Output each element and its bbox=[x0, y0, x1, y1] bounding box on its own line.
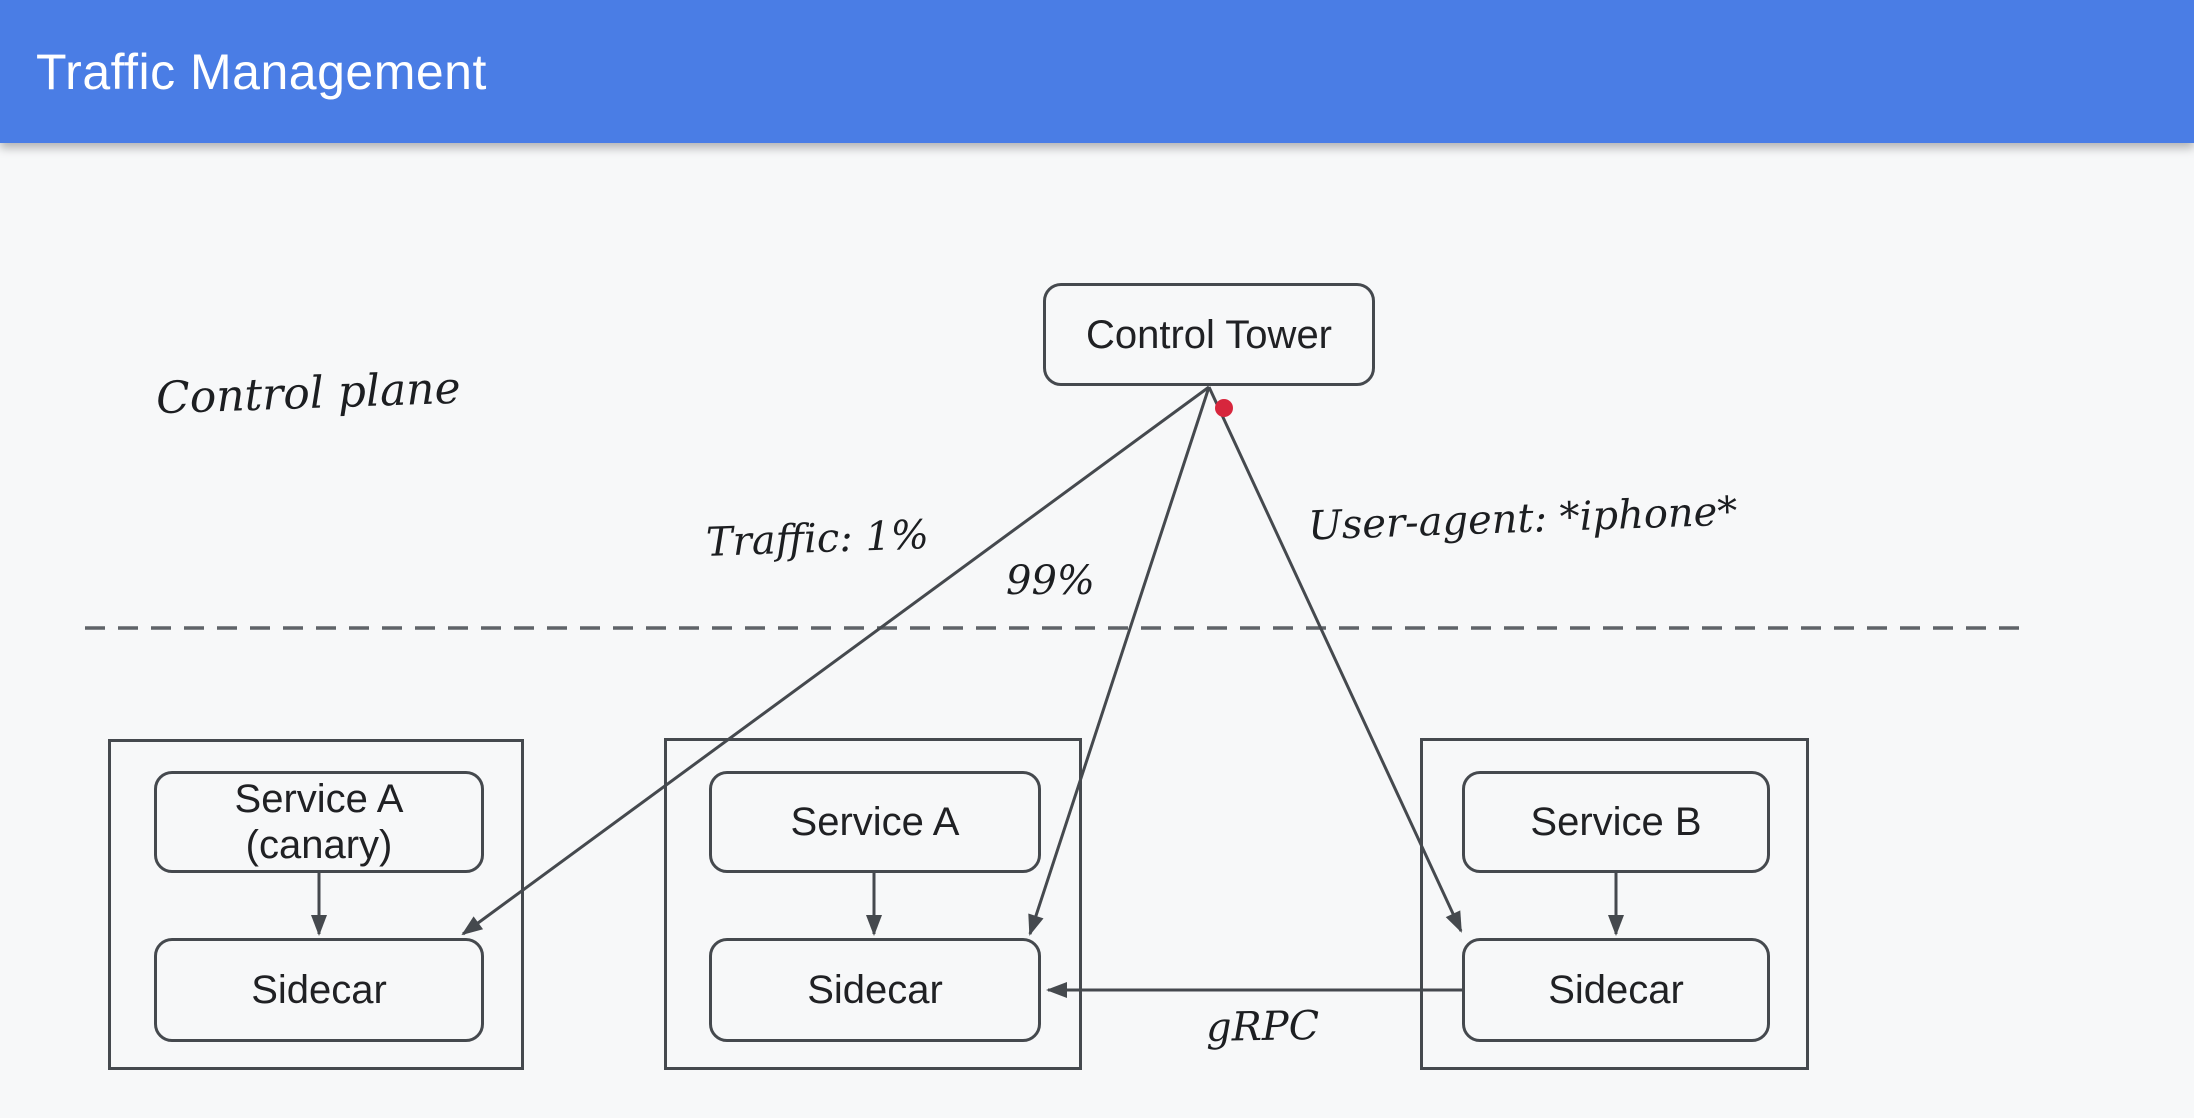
service-a-label: Service A bbox=[790, 800, 960, 844]
traffic-99-percent-label: 99% bbox=[1006, 558, 1095, 604]
config-dot bbox=[1215, 399, 1233, 417]
service-b-node: Service B bbox=[1462, 771, 1770, 873]
service-a-node: Service A bbox=[709, 771, 1041, 873]
slide-title: Traffic Management bbox=[36, 43, 487, 100]
control-tower-label: Control Tower bbox=[1085, 312, 1333, 357]
sidecar-b-node: Sidecar bbox=[1462, 938, 1770, 1042]
sidecar-canary-node: Sidecar bbox=[154, 938, 484, 1042]
user-agent-rule-label: User-agent: *iphone* bbox=[1307, 488, 1739, 550]
grpc-label: gRPC bbox=[1205, 1003, 1320, 1051]
service-b-label: Service B bbox=[1530, 800, 1702, 844]
control-tower-node: Control Tower bbox=[1043, 283, 1375, 386]
sidecar-b-label: Sidecar bbox=[1548, 968, 1684, 1012]
sidecar-a-label: Sidecar bbox=[807, 968, 943, 1012]
service-a-canary-node: Service A (canary) bbox=[154, 771, 484, 873]
traffic-1-percent-label: Traffic: 1% bbox=[705, 512, 930, 566]
sidecar-canary-label: Sidecar bbox=[251, 968, 387, 1012]
header-bar: Traffic Management bbox=[0, 0, 2194, 143]
control-plane-label: Control plane bbox=[155, 362, 462, 425]
service-a-canary-label: Service A (canary) bbox=[234, 777, 404, 867]
sidecar-a-node: Sidecar bbox=[709, 938, 1041, 1042]
